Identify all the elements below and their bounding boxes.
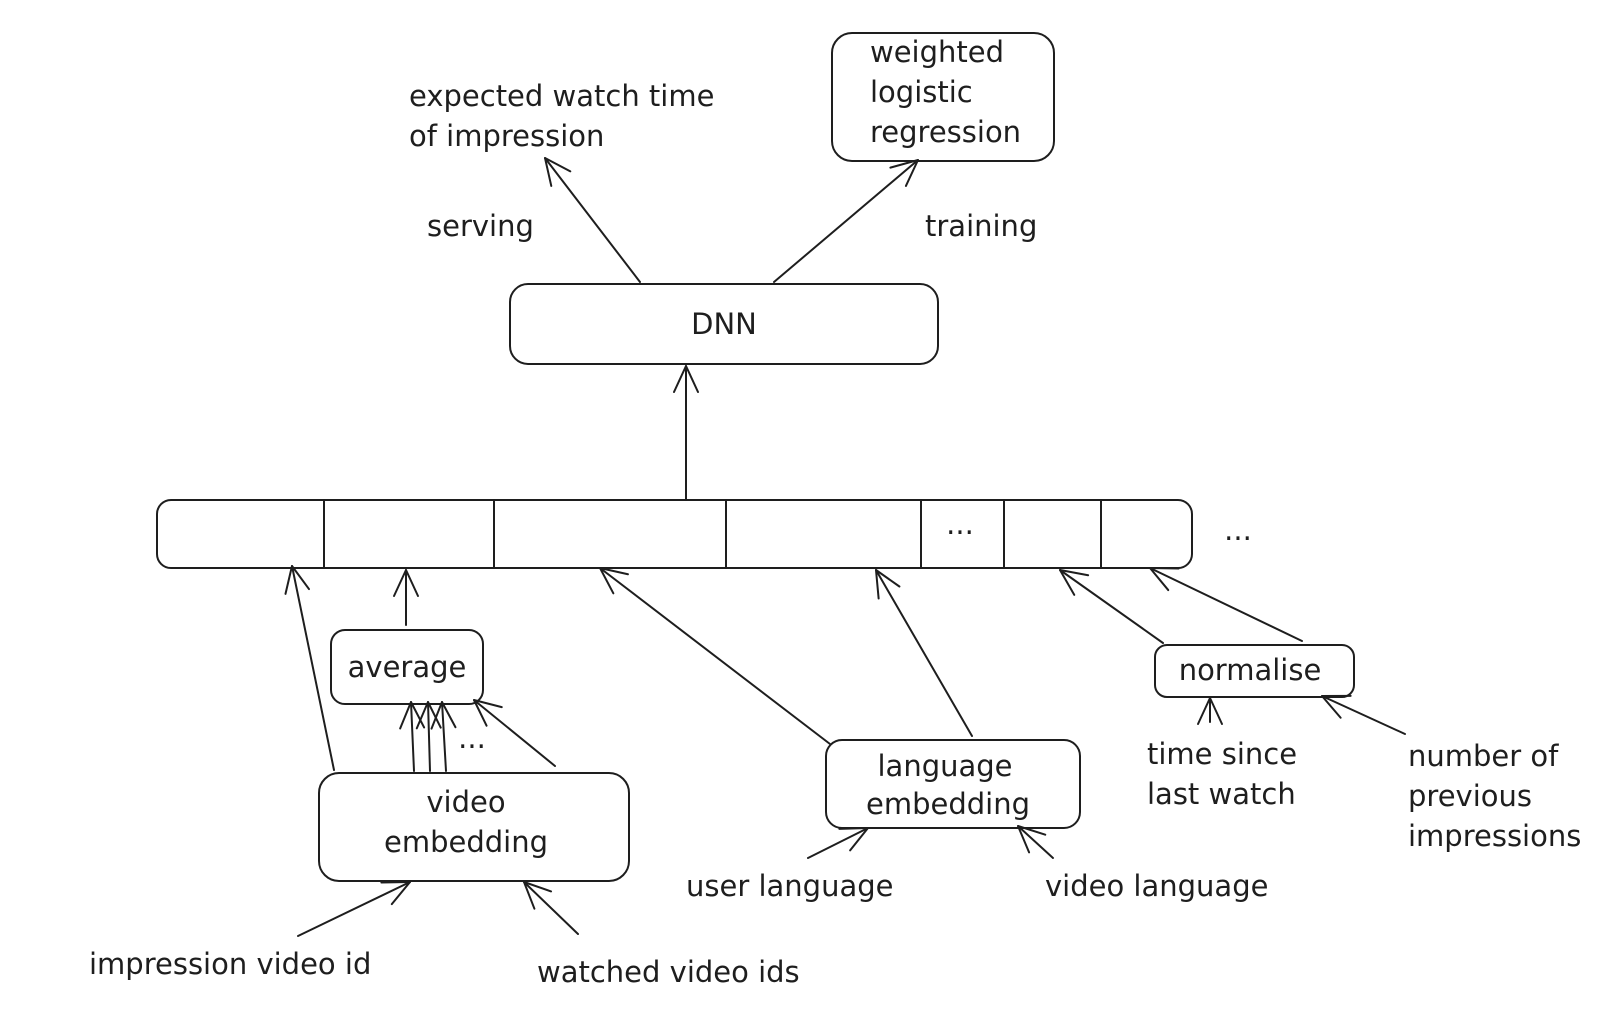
arrow-language-embedding-to-feature [875,569,973,737]
expected-watch-time-line: of impression [409,119,604,153]
language-embedding-line: embedding [866,787,1030,821]
arrow-normalise-to-feature [1059,569,1164,644]
expected-watch-time-line: expected watch time [409,79,714,113]
video-language-label: video language [1045,869,1268,903]
weighted-lr-label: weighted logistic regression [870,35,1021,149]
language-embedding-line: language [877,749,1012,783]
average-label: average [348,650,467,684]
feature-vector [156,499,1193,569]
weighted-lr-box [831,32,1055,162]
average-ellipsis: ... [458,721,486,755]
previous-impressions-line: number of [1408,739,1559,773]
training-label: training [925,209,1037,243]
arrow-dnn-to-expected-watch-time [544,157,641,283]
arrow-normalise-to-feature [1149,567,1303,642]
arrow-user-language-to-language-embedding [807,827,869,859]
weighted-lr-label-line: logistic [870,75,973,109]
expected-watch-time-label: expected watch time of impression [409,79,714,153]
weighted-lr-label-line: weighted [870,35,1004,69]
feature-ellipsis-inside: ... [946,507,974,541]
impression-video-id-label: impression video id [89,947,371,981]
serving-label: serving [427,209,534,243]
arrow-embedding-to-average [430,701,457,772]
arrow-video-language-to-language-embedding [1017,825,1054,859]
video-embedding-box [318,772,630,882]
arrow-language-embedding-to-feature [599,567,831,745]
language-embedding-label: language embedding [866,749,1030,821]
language-embedding-box [825,739,1081,829]
arrow-watched-video-ids-to-embedding [523,881,579,935]
user-language-label: user language [686,869,894,903]
arrow-video-embedding-to-feature [284,565,335,771]
arrow-dnn-to-weighted-lr [773,159,919,283]
arrow-embedding-to-average [399,701,426,772]
dnn-label: DNN [691,307,757,341]
arrow-impression-video-id-to-embedding [297,881,411,937]
normalise-box [1154,644,1355,698]
normalise-label: normalise [1179,653,1322,687]
time-since-last-watch-label: time since last watch [1147,737,1297,811]
video-embedding-line: embedding [384,825,548,859]
watched-video-ids-label: watched video ids [537,955,800,989]
previous-impressions-line: previous [1408,779,1532,813]
weighted-lr-label-line: regression [870,115,1021,149]
feature-ellipsis-after: ... [1224,513,1252,547]
dnn-box [509,283,939,365]
video-embedding-label: video embedding [384,785,548,859]
time-since-last-watch-line: time since [1147,737,1297,771]
feature-vector-frame [156,499,1193,569]
previous-impressions-line: impressions [1408,819,1581,853]
arrow-embedding-to-average [415,701,442,772]
time-since-last-watch-line: last watch [1147,777,1296,811]
previous-impressions-label: number of previous impressions [1408,739,1581,853]
arrow-previous-impressions-to-normalise [1321,694,1406,735]
video-embedding-line: video [426,785,505,819]
arrow-embedding-to-average [473,699,556,767]
